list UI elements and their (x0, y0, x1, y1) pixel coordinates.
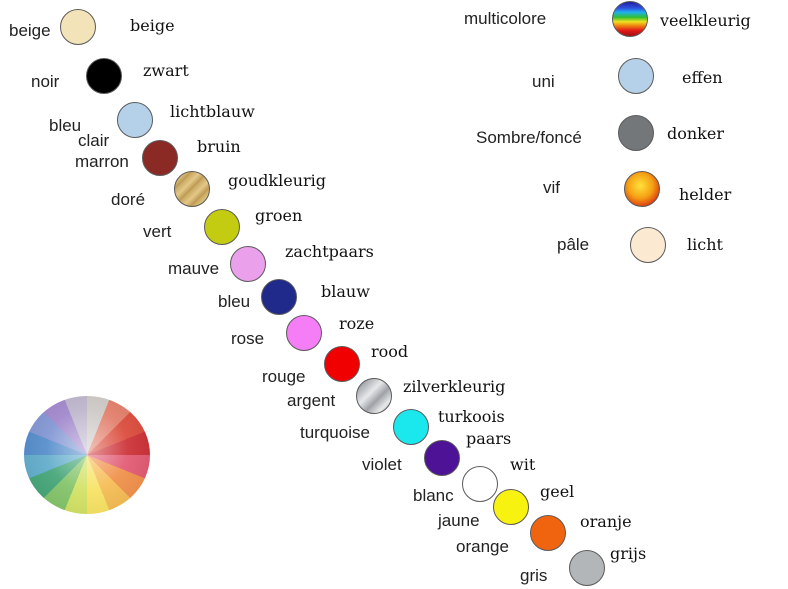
color-swatch-uni (618, 58, 654, 94)
french-label-uni: uni (532, 72, 555, 91)
color-swatch-pale (630, 227, 666, 263)
color-wheel-highlight (24, 396, 150, 514)
french-label-vert: vert (143, 222, 172, 241)
french-label-rose: rose (231, 329, 265, 348)
color-swatch-jaune (493, 489, 529, 525)
color-swatch-vert (204, 209, 240, 245)
color-swatch-turquoise (393, 409, 429, 445)
dutch-label-rose: roze (339, 314, 375, 333)
french-label-rouge: rouge (262, 367, 306, 386)
dutch-label-jaune: geel (540, 482, 575, 501)
french-label-noir: noir (31, 72, 60, 91)
color-swatch-bleu (261, 279, 297, 315)
color-swatch-marron (142, 140, 178, 176)
color-swatch-bleu-clair (117, 102, 153, 138)
dutch-label-rouge: rood (371, 342, 409, 361)
french-label-mauve: mauve (168, 259, 220, 278)
french-label-dore: doré (111, 190, 146, 209)
dutch-label-bleu-clair: lichtblauw (170, 102, 255, 121)
dutch-label-blanc: wit (510, 455, 536, 474)
dutch-label-violet: paars (466, 429, 512, 448)
color-swatch-argent (356, 378, 392, 414)
french-label-gris: gris (520, 566, 548, 585)
dutch-label-beige: beige (130, 16, 175, 35)
french-label-blanc: blanc (413, 486, 454, 505)
dutch-label-dore: goudkleurig (228, 171, 327, 190)
color-swatch-orange (530, 515, 566, 551)
dutch-label-turquoise: turkoois (438, 407, 505, 426)
french-label-bleu-clair: clair (78, 131, 110, 150)
color-swatch-multicolore (612, 1, 648, 37)
french-label-violet: violet (362, 455, 402, 474)
french-label-pale: pâle (557, 235, 590, 254)
french-label-argent: argent (287, 391, 336, 410)
dutch-label-gris: grijs (610, 544, 647, 563)
dutch-label-mauve: zachtpaars (285, 242, 374, 261)
color-swatch-rose (286, 315, 322, 351)
color-swatch-noir (86, 58, 122, 94)
dutch-label-vif: helder (679, 185, 732, 204)
color-swatch-dore (174, 171, 210, 207)
dutch-label-bleu: blauw (321, 282, 370, 301)
french-label-bleu: bleu (218, 292, 251, 311)
dutch-label-pale: licht (687, 235, 723, 254)
french-label-marron: marron (75, 152, 129, 171)
french-label-vif: vif (543, 178, 560, 197)
dutch-label-noir: zwart (143, 61, 189, 80)
dutch-label-argent: zilverkleurig (403, 377, 506, 396)
french-label-turquoise: turquoise (300, 423, 370, 442)
french-label-jaune: jaune (438, 511, 480, 530)
color-swatch-sombre (618, 115, 654, 151)
color-swatch-mauve (230, 246, 266, 282)
color-swatch-gris (569, 550, 605, 586)
color-swatch-blanc (462, 466, 498, 502)
dutch-label-multicolore: veelkleurig (660, 11, 751, 30)
color-swatch-beige (60, 9, 96, 45)
color-swatch-violet (424, 440, 460, 476)
dutch-label-vert: groen (255, 206, 303, 225)
french-label-bleu-clair: bleu (49, 116, 82, 135)
dutch-label-uni: effen (682, 68, 723, 87)
dutch-label-sombre: donker (667, 124, 724, 143)
french-label-multicolore: multicolore (464, 9, 547, 28)
color-swatch-vif (624, 171, 660, 207)
french-label-orange: orange (456, 537, 509, 556)
dutch-label-orange: oranje (580, 512, 632, 531)
french-label-beige: beige (9, 21, 51, 40)
french-label-sombre: Sombre/foncé (476, 128, 582, 147)
color-swatch-rouge (324, 346, 360, 382)
dutch-label-marron: bruin (197, 137, 241, 156)
